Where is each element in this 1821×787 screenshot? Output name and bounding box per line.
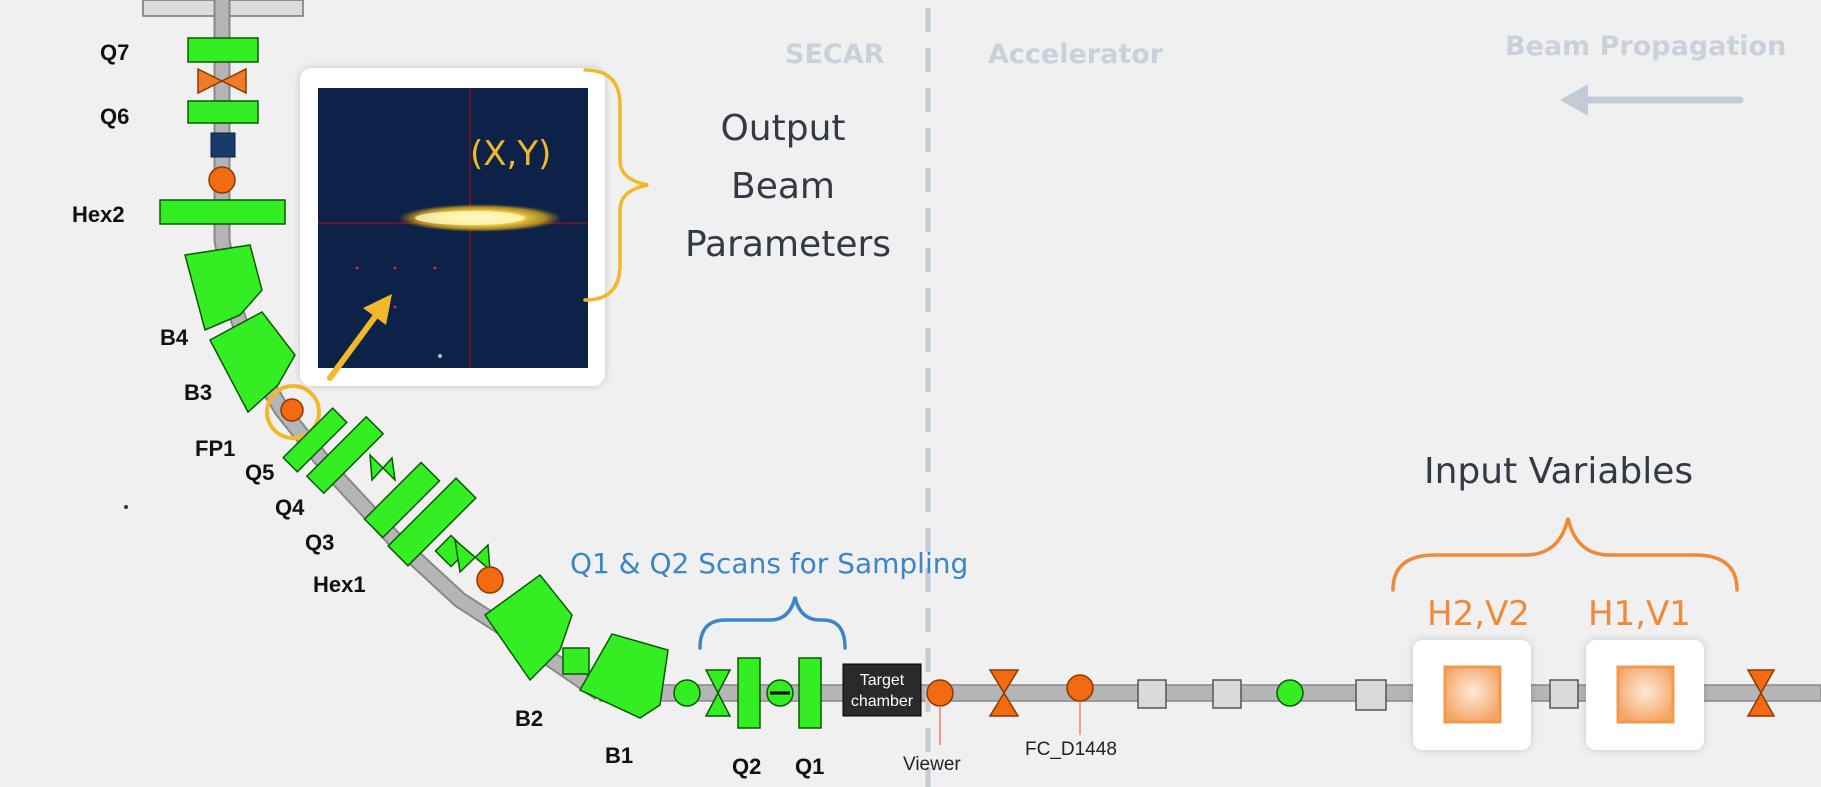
label-hex2: Hex2 [72, 202, 125, 227]
bpm-upper [208, 166, 236, 194]
label-q5: Q5 [245, 460, 274, 485]
valve-icon-q7 [197, 67, 247, 95]
input-variables-label: Input Variables [1424, 451, 1693, 492]
label-b3: B3 [184, 380, 212, 405]
label-q3: Q3 [305, 530, 334, 555]
label-b4: B4 [160, 325, 189, 350]
bpm-hex1 [476, 566, 504, 594]
q2-magnet [737, 657, 761, 729]
diag-box-2 [1212, 679, 1242, 709]
q1-magnet [798, 657, 822, 729]
valve-icon-hex1 [453, 538, 491, 574]
label-fc: FC_D1448 [1025, 739, 1117, 760]
scan-brace-icon [698, 596, 847, 650]
q7-magnet [187, 37, 259, 63]
label-hex1: Hex1 [313, 572, 366, 597]
label-q4: Q4 [275, 495, 305, 520]
output-label-line1: Output [720, 108, 845, 149]
viewer-bpm [926, 679, 954, 707]
q3-magnet [387, 477, 477, 567]
b1-dipole [578, 633, 669, 719]
input-brace-icon [1391, 517, 1739, 592]
label-q2: Q2 [732, 754, 761, 779]
valve-icon-accel-2 [1746, 669, 1776, 717]
q5b-magnet [305, 415, 385, 495]
output-label-line2: Beam [731, 166, 835, 207]
q5-magnet [282, 407, 348, 473]
output-label-line3: Parameters [685, 224, 891, 265]
corrector-label-h1v1: H1,V1 [1588, 594, 1691, 634]
fc-bpm [1066, 674, 1094, 702]
region-accelerator: Accelerator [988, 39, 1164, 70]
corrector-h2v2 [1443, 665, 1502, 724]
label-fp1: FP1 [195, 436, 235, 461]
bpm-green-accel [1276, 679, 1304, 707]
b2-connector [562, 647, 590, 675]
label-viewer: Viewer [903, 754, 961, 775]
valve-icon-q4 [369, 453, 397, 483]
beam-spot-core [415, 211, 525, 225]
b4-dipole [184, 244, 263, 332]
hex2-magnet [159, 199, 286, 225]
corrector-h1v1 [1616, 665, 1675, 724]
fp1-bpm [280, 398, 304, 422]
target-chamber [842, 663, 922, 717]
diag-box-3 [1355, 679, 1387, 711]
bpm-green-1 [673, 679, 701, 707]
label-b1: B1 [605, 743, 633, 768]
corrector-label-h2v2: H2,V2 [1427, 594, 1530, 634]
label-q7: Q7 [100, 40, 129, 65]
valve-icon-accel-1 [988, 669, 1020, 717]
b3-dipole [208, 311, 296, 414]
pump-block [210, 132, 236, 158]
b2-dipole [483, 573, 573, 682]
region-secar: SECAR [785, 39, 885, 70]
label-q1: Q1 [795, 754, 824, 779]
arrow-up-right-icon [327, 294, 392, 381]
output-brace-icon [583, 68, 649, 302]
diag-box-4 [1549, 679, 1579, 709]
arrow-left-icon [1560, 84, 1744, 116]
q4-magnet [363, 461, 441, 539]
fp1-highlight-ring [265, 384, 321, 440]
valve-icon-q2 [704, 669, 732, 717]
target-label-line1: Target [860, 672, 905, 689]
q6-magnet [187, 100, 259, 124]
scan-label: Q1 & Q2 Scans for Sampling [570, 547, 968, 580]
target-label-line2: chamber [851, 693, 914, 710]
inset-coordinate-label: (X,Y) [470, 134, 551, 174]
region-beam-propagation: Beam Propagation [1505, 31, 1786, 62]
diag-box-1 [1137, 679, 1167, 709]
label-b2: B2 [515, 706, 543, 731]
label-q6: Q6 [100, 104, 129, 129]
